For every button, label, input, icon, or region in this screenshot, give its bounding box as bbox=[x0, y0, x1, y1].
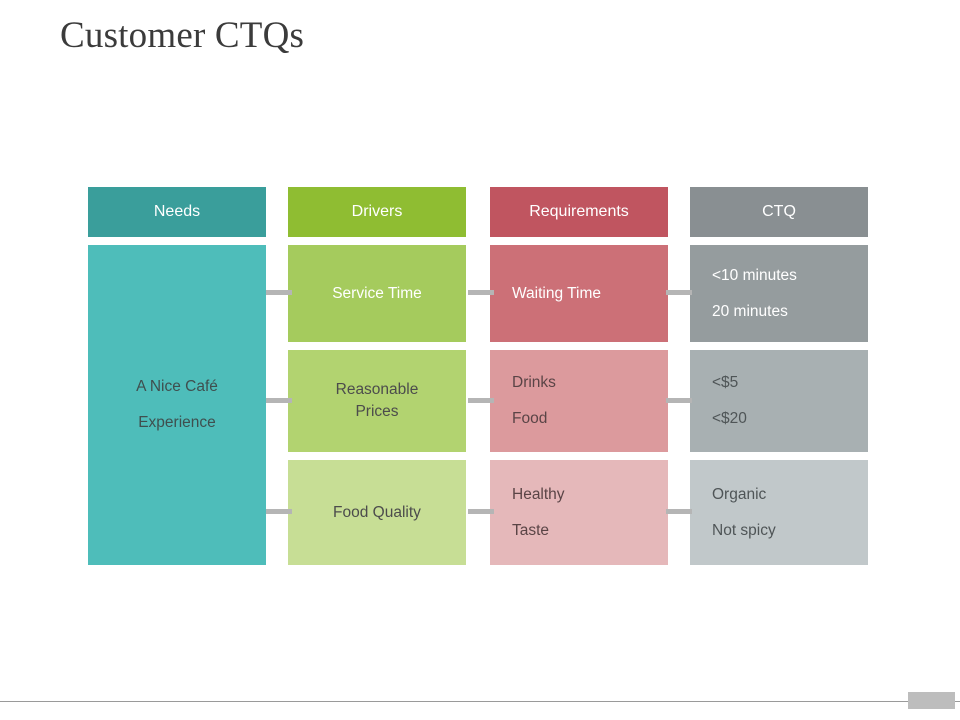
column-header-ctq: CTQ bbox=[690, 187, 868, 237]
requirements-cell-2-line-2: Food bbox=[512, 410, 548, 427]
requirements-cell-1-line-1: Waiting Time bbox=[512, 284, 602, 302]
requirements-cell-2[interactable]: Drinks Food bbox=[490, 350, 668, 452]
needs-cell-1[interactable]: A Nice Café Experience bbox=[88, 245, 266, 565]
requirements-cell-3[interactable]: Healthy Taste bbox=[490, 460, 668, 565]
connector-drivers-requirements-3 bbox=[468, 509, 494, 514]
connector-needs-drivers-1 bbox=[266, 290, 292, 295]
drivers-cell-2-line-2: Prices bbox=[355, 403, 399, 420]
connector-requirements-ctq-2 bbox=[666, 398, 692, 403]
column-header-needs-label: Needs bbox=[153, 203, 201, 220]
requirements-cell-3-line-1: Healthy bbox=[512, 485, 565, 503]
connector-requirements-ctq-3 bbox=[666, 509, 692, 514]
ctq-cell-3-line-1: Organic bbox=[712, 485, 767, 503]
ctq-cell-2-line-2: <$20 bbox=[712, 410, 747, 427]
requirements-cell-3-line-2: Taste bbox=[512, 521, 550, 539]
ctq-cell-3[interactable]: Organic Not spicy bbox=[690, 460, 868, 565]
footer-tab bbox=[908, 692, 955, 709]
connector-requirements-ctq-1 bbox=[666, 290, 692, 295]
drivers-cell-2-line-1: Reasonable bbox=[335, 381, 419, 398]
column-header-needs: Needs bbox=[88, 187, 266, 237]
requirements-cell-1[interactable]: Waiting Time bbox=[490, 245, 668, 342]
drivers-cell-2[interactable]: Reasonable Prices bbox=[288, 350, 466, 452]
needs-cell-1-line-1: A Nice Café bbox=[136, 378, 218, 395]
requirements-cell-2-line-1: Drinks bbox=[512, 374, 556, 391]
ctq-cell-3-line-2: Not spicy bbox=[712, 521, 776, 539]
ctq-cell-2-line-1: <$5 bbox=[712, 374, 739, 391]
connector-drivers-requirements-2 bbox=[468, 398, 494, 403]
column-header-ctq-label: CTQ bbox=[762, 203, 796, 220]
connector-needs-drivers-2 bbox=[266, 398, 292, 403]
ctq-cell-2[interactable]: <$5 <$20 bbox=[690, 350, 868, 452]
connector-drivers-requirements-1 bbox=[468, 290, 494, 295]
drivers-cell-1-line-1: Service Time bbox=[332, 284, 422, 302]
column-header-drivers: Drivers bbox=[288, 187, 466, 237]
drivers-cell-3-line-1: Food Quality bbox=[333, 503, 421, 521]
connector-needs-drivers-3 bbox=[266, 509, 292, 514]
column-header-drivers-label: Drivers bbox=[351, 203, 403, 220]
ctq-cell-1-line-2: 20 minutes bbox=[712, 302, 788, 320]
drivers-cell-1[interactable]: Service Time bbox=[288, 245, 466, 342]
ctq-cell-1-line-1: <10 minutes bbox=[712, 266, 797, 284]
column-header-requirements-label: Requirements bbox=[529, 203, 629, 220]
drivers-cell-3[interactable]: Food Quality bbox=[288, 460, 466, 565]
ctq-tree-diagram: Needs A Nice Café Experience Drivers Ser… bbox=[88, 187, 868, 565]
footer-divider bbox=[0, 701, 960, 702]
page-title: Customer CTQs bbox=[60, 15, 305, 56]
needs-cell-1-line-2: Experience bbox=[138, 414, 216, 431]
column-header-requirements: Requirements bbox=[490, 187, 668, 237]
ctq-cell-1[interactable]: <10 minutes 20 minutes bbox=[690, 245, 868, 342]
